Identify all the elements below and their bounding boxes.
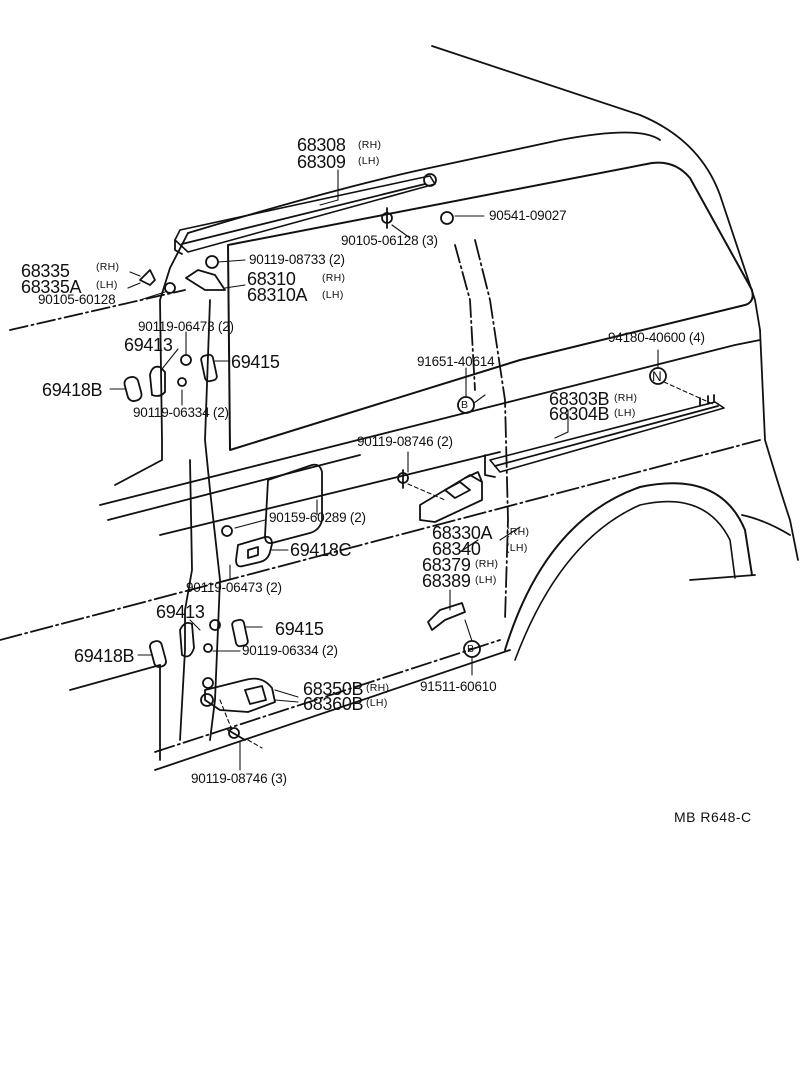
side-lh: (LH) (96, 279, 118, 291)
part-94180-40600: 94180-40600 (4) (608, 330, 705, 345)
marker-n: N (652, 369, 662, 384)
side-lh: (LH) (358, 155, 380, 167)
side-rh: (RH) (475, 558, 499, 570)
part-69415: 69415 (231, 352, 280, 372)
part-68389: 68389 (422, 571, 471, 591)
part-69415: 69415 (275, 619, 324, 639)
part-69418B: 69418B (42, 380, 103, 400)
part-90119-08746: 90119-08746 (2) (357, 434, 453, 449)
part-90105-06128: 90105-06128 (3) (341, 233, 438, 248)
side-rh: (RH) (366, 682, 390, 694)
marker-b: B (467, 643, 475, 655)
part-90105-60128: 90105-60128 (38, 292, 116, 307)
part-90119-06334: 90119-06334 (2) (133, 405, 229, 420)
part-90119-08733: 90119-08733 (2) (249, 252, 345, 267)
part-69413: 69413 (156, 602, 205, 622)
part-90541-09027: 90541-09027 (489, 208, 567, 223)
part-68303B: 68303B (549, 389, 610, 409)
part-90159-60289: 90159-60289 (2) (269, 510, 366, 525)
part-68360B: 68360B (303, 694, 364, 714)
side-rh: (RH) (358, 139, 382, 151)
part-68304B: 68304B (549, 404, 610, 424)
side-rh: (RH) (322, 272, 346, 284)
side-rh: (RH) (96, 261, 120, 273)
part-68379: 68379 (422, 555, 471, 575)
part-68308: 68308 (297, 135, 346, 155)
part-69418B: 69418B (74, 646, 135, 666)
part-90119-08746: 90119-08746 (3) (191, 771, 287, 786)
side-lh: (LH) (366, 697, 388, 709)
marker-b: B (461, 399, 469, 411)
part-90119-06473: 90119-06473 (2) (138, 319, 234, 334)
part-68310: 68310 (247, 269, 296, 289)
side-lh: (LH) (614, 407, 636, 419)
part-69418C: 69418C (290, 540, 352, 560)
side-lh: (LH) (322, 289, 344, 301)
part-68335: 68335 (21, 261, 70, 281)
side-rh: (RH) (614, 392, 638, 404)
part-90119-06334: 90119-06334 (2) (242, 643, 338, 658)
part-68335A: 68335A (21, 277, 82, 297)
part-68340: 68340 (432, 539, 481, 559)
part-68350B: 68350B (303, 679, 364, 699)
part-68309: 68309 (297, 152, 346, 172)
part-91511-60610: 91511-60610 (420, 679, 497, 694)
side-rh: (RH) (506, 526, 530, 538)
part-68330A: 68330A (432, 523, 493, 543)
part-68310A: 68310A (247, 285, 308, 305)
diagram-code: MB R648-C (674, 809, 752, 825)
part-91651-40614: 91651-40614 (417, 354, 495, 369)
side-lh: (LH) (475, 574, 497, 586)
part-90119-06473: 90119-06473 (2) (186, 580, 282, 595)
side-lh: (LH) (506, 542, 528, 554)
part-69413: 69413 (124, 335, 173, 355)
